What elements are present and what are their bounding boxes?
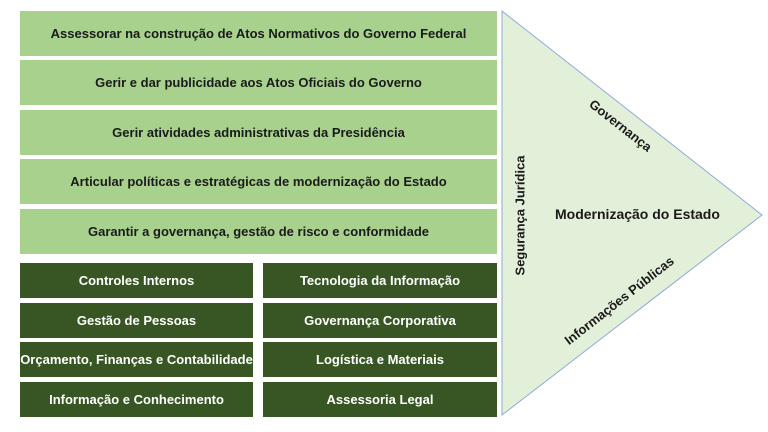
support-left-1: Controles Internos — [20, 263, 253, 298]
support-left-3: Orçamento, Finanças e Contabilidade — [20, 342, 253, 377]
support-right-2: Governança Corporativa — [263, 303, 497, 338]
support-left-4: Informação e Conhecimento — [20, 382, 253, 417]
objective-4: Articular políticas e estratégicas de mo… — [20, 159, 497, 204]
objective-3: Gerir atividades administrativas da Pres… — [20, 110, 497, 155]
triangle-center-label: Modernização do Estado — [555, 206, 720, 222]
support-left-2: Gestão de Pessoas — [20, 303, 253, 338]
support-right-4: Assessoria Legal — [263, 382, 497, 417]
objective-5: Garantir a governança, gestão de risco e… — [20, 209, 497, 254]
objective-1: Assessorar na construção de Atos Normati… — [20, 11, 497, 56]
support-right-3: Logística e Materiais — [263, 342, 497, 377]
support-right-1: Tecnologia da Informação — [263, 263, 497, 298]
objective-2: Gerir e dar publicidade aos Atos Oficiai… — [20, 60, 497, 105]
triangle-left-label: Segurança Jurídica — [512, 155, 528, 276]
